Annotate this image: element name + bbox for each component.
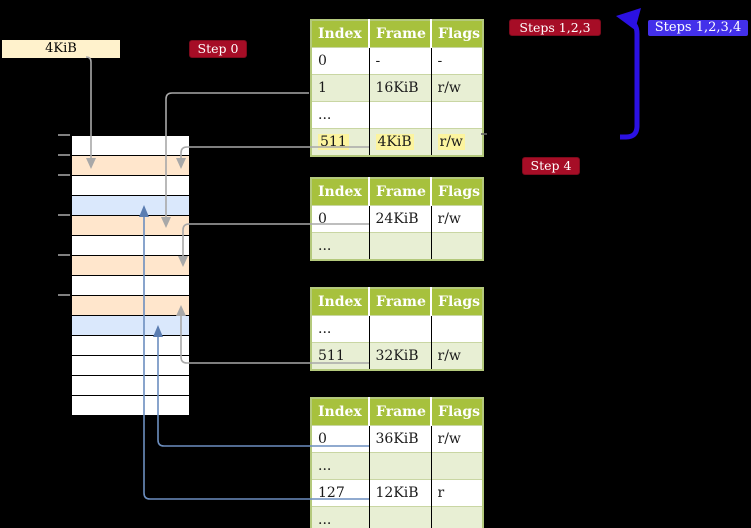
table-row: 0--: [311, 47, 483, 75]
memory-frame-cell-white: [72, 376, 189, 396]
table-row: ...: [311, 101, 483, 129]
column-header-frame: Frame: [368, 288, 431, 316]
memory-frame-cell-peach: [72, 216, 189, 236]
table-cell: r/w: [430, 205, 483, 233]
table-cell: 16KiB: [368, 74, 431, 102]
physical-memory-column: [72, 135, 189, 416]
table-cell: [430, 315, 483, 343]
memory-frame-cell-white: [72, 356, 189, 376]
table-cell: ...: [311, 506, 369, 528]
step-0-badge: Step 0: [189, 40, 247, 58]
table-header-row: Index Frame Flags: [311, 178, 483, 206]
column-header-frame: Frame: [368, 20, 431, 48]
table-cell: 12KiB: [368, 479, 431, 507]
table-row: ...: [311, 315, 483, 343]
table-header-row: Index Frame Flags: [311, 288, 483, 316]
table-cell: [368, 506, 431, 528]
table-row: ...: [311, 232, 483, 260]
table-cell: [368, 232, 431, 260]
memory-frame-cell-white: [72, 236, 189, 256]
table-cell: 1: [311, 74, 369, 102]
table-cell: r: [430, 479, 483, 507]
table-cell: 0: [311, 205, 369, 233]
memory-frame-cell-white: [72, 176, 189, 196]
table-cell: r/w: [430, 425, 483, 453]
table-cell: ...: [311, 232, 369, 260]
table-cell: 127: [311, 479, 369, 507]
table-row: 511 4KiB r/w: [311, 128, 483, 156]
column-header-index: Index: [311, 288, 369, 316]
step-4-badge: Step 4: [522, 157, 580, 175]
memory-frame-cell-peach: [72, 256, 189, 276]
table-cell: r/w: [430, 342, 483, 370]
column-header-index: Index: [311, 398, 369, 426]
memory-frame-cell-peach: [72, 296, 189, 316]
table-cell: 4KiB: [368, 128, 431, 156]
column-header-flags: Flags: [430, 20, 483, 48]
column-header-index: Index: [311, 20, 369, 48]
table-cell: 511: [311, 342, 369, 370]
memory-tick-marks: [58, 134, 70, 296]
column-header-index: Index: [311, 178, 369, 206]
table-cell: -: [430, 47, 483, 75]
highlighted-value: 4KiB: [375, 134, 414, 150]
table-cell: r/w: [430, 74, 483, 102]
table-cell: -: [368, 47, 431, 75]
memory-frame-cell-blue: [72, 316, 189, 336]
highlighted-value: 511: [318, 134, 349, 150]
table-row: ...: [311, 452, 483, 480]
table-cell: [430, 506, 483, 528]
table-cell: ...: [311, 452, 369, 480]
table-cell: [430, 452, 483, 480]
memory-frame-cell-white: [72, 136, 189, 156]
column-header-flags: Flags: [430, 288, 483, 316]
table-cell: 36KiB: [368, 425, 431, 453]
steps-1234-badge: Steps 1,2,3,4: [648, 20, 748, 36]
table-cell: 0: [311, 47, 369, 75]
table-cell: [368, 101, 431, 129]
highlighted-value: r/w: [437, 134, 465, 150]
table-cell: [368, 452, 431, 480]
table-cell: 0: [311, 425, 369, 453]
table-cell: r/w: [430, 128, 483, 156]
column-header-frame: Frame: [368, 398, 431, 426]
table-cell: [430, 232, 483, 260]
column-header-flags: Flags: [430, 398, 483, 426]
table-header-row: Index Frame Flags: [311, 20, 483, 48]
table-cell: 32KiB: [368, 342, 431, 370]
table-cell: ...: [311, 315, 369, 343]
memory-frame-cell-blue: [72, 196, 189, 216]
memory-frame-cell-white: [72, 336, 189, 356]
memory-frame-cell-peach: [72, 156, 189, 176]
table-cell: 24KiB: [368, 205, 431, 233]
recursive-loop-arrow: [616, 8, 641, 140]
frame-size-label: 4KiB: [2, 40, 120, 58]
table-cell: [368, 315, 431, 343]
table-cell: 511: [311, 128, 369, 156]
table-cell: [430, 101, 483, 129]
memory-frame-cell-white: [72, 276, 189, 296]
steps-123-badge: Steps 1,2,3: [509, 19, 601, 36]
column-header-flags: Flags: [430, 178, 483, 206]
memory-frame-cell-white: [72, 396, 189, 416]
table-row: ...: [311, 506, 483, 528]
column-header-frame: Frame: [368, 178, 431, 206]
table-header-row: Index Frame Flags: [311, 398, 483, 426]
table-cell: ...: [311, 101, 369, 129]
